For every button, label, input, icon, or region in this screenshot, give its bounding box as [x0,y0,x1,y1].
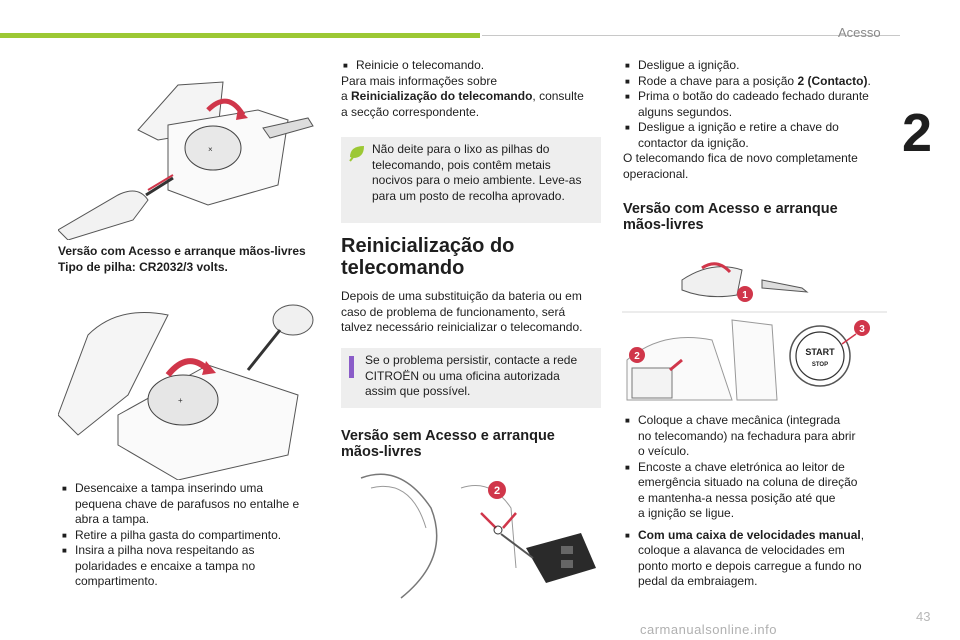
reinit-section-text: Depois de uma substituição da bateria ou… [341,289,583,334]
more-info-line3: a secção correspondente. [341,104,480,119]
start-label: START [805,347,835,357]
leaf-icon [349,146,364,162]
left-step-2: Retire a pilha gasta do compartimento. [60,528,325,544]
svg-text:×: × [208,145,213,154]
section-title: Acesso [838,25,881,40]
left-step-1: Desencaixe a tampa inserindo umapequena … [60,481,325,528]
handsfree-step-2: Encoste a chave eletrónica ao leitor dee… [623,460,895,522]
page-number: 43 [916,609,931,624]
manual-gearbox-step: Com uma caixa de velocidades manual, col… [623,528,895,590]
left-steps-list: Desencaixe a tampa inserindo umapequena … [60,481,325,590]
ignition-key-illustration: 2 [341,468,606,613]
info-note-box: Se o problema persistir, contacte a rede… [341,348,601,408]
reinit-intro: Reinicie o telecomando. Para mais inform… [341,58,611,120]
reinit-step: Reinicie o telecomando. [341,58,611,74]
header-rule [482,35,900,36]
key-fob-battery-illustration: + [58,304,314,480]
right-steps-list: Desligue a ignição. Rode a chave para a … [623,58,893,182]
stop-label: STOP [812,362,828,368]
info-note-text: Se o problema persistir, contacte a rede… [365,353,578,398]
footer-watermark: carmanualsonline.info [640,622,777,637]
svg-text:+: + [178,396,183,405]
left-step-3: Insira a pilha nova respeitando aspolari… [60,543,325,590]
chapter-number: 2 [902,103,933,163]
battery-caption-line1: Versão com Acesso e arranque mãos-livres [58,244,306,258]
right-step-1: Desligue a ignição. [623,58,893,74]
key-fob-open-illustration: × [58,81,314,240]
callout-badge-1: 1 [742,290,748,301]
callout-badge-3: 3 [859,324,865,335]
callout-badge-2: 2 [634,351,640,362]
info-icon [349,356,354,378]
callout-badge-2: 2 [494,485,500,497]
more-info-line1: Para mais informações sobre [341,73,498,88]
handsfree-start-illustration: 1 2 START STOP 3 [622,262,887,401]
right-step-4: Desligue a ignição e retire a chave doco… [623,120,893,151]
more-info-line2: a Reinicialização do telecomando, consul… [341,89,584,103]
right-step-2: Rode a chave para a posição 2 (Contacto)… [623,74,893,90]
right-result: O telecomando fica de novo completamente… [623,151,858,181]
right-step-3: Prima o botão do cadeado fechado durante… [623,89,893,120]
battery-caption-line2: Tipo de pilha: CR2032/3 volts. [58,260,228,274]
header-accent-bar [0,33,480,38]
